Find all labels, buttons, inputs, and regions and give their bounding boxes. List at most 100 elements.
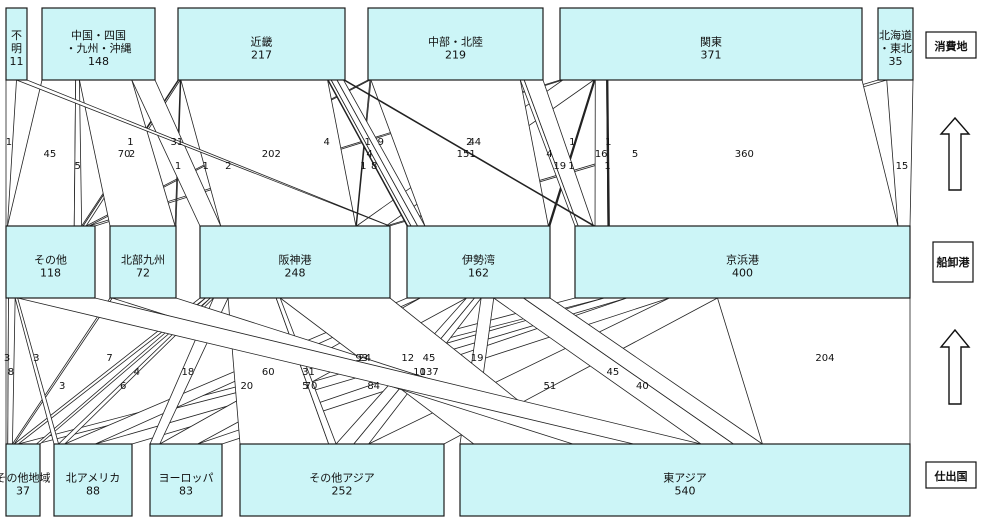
lower-flow-value: 45 [607,367,620,378]
lower-flow-value: 70 [305,381,318,392]
port-node-label: 阪神港 [279,253,312,267]
upper-flow-value: 1 [604,161,610,172]
upper-flow-value: 31 [171,137,184,148]
lower-flow-value: 12 [401,353,414,364]
port-node-label: 北部九州 [121,253,165,267]
upper-flow-value: 1 [568,161,574,172]
port-node-label: 京浜港 [726,253,759,267]
lower-flow-value: 40 [636,381,649,392]
port-node-box [574,225,911,299]
row-label-consumption-text: 消費地 [935,39,968,53]
consumption-node-box [177,7,346,81]
upper-flow-value: 4 [546,149,552,160]
consumption-node-box [559,7,863,81]
port-node-label: その他 [34,254,67,267]
consumption-node-value: 35 [889,55,903,68]
upper-flow-value: 1 [203,161,209,172]
upper-flow-value: 5 [75,161,81,172]
up-arrow-upper-icon [939,116,971,191]
lower-flow-value: 5 [302,381,308,392]
port-node-box [5,225,96,299]
consumption-node-label: ・東北 [879,42,912,55]
row-label-consumption: 消費地 [925,31,977,59]
consumption-node-label: 中国・四国 [71,29,126,42]
consumption-node-label: 関東 [700,36,722,49]
upper-flow-value: 202 [262,149,281,160]
upper-flow-value: 9 [378,137,384,148]
port-node-value: 248 [285,267,306,280]
origin-node-value: 88 [86,485,100,498]
upper-flow-value: 16 [595,149,608,160]
origin-node-box [239,443,445,517]
lower-flow-value: 3 [33,353,39,364]
lower-flow-value: 20 [240,381,253,392]
origin-node-label: 東アジア [663,472,707,485]
lower-flow-value: 4 [134,367,140,378]
consumption-node-box [367,7,544,81]
upper-flow-band [6,79,77,227]
consumption-node-value: 148 [88,55,109,68]
lower-flow-value: 3 [4,353,10,364]
upper-flow-value: 1 [569,137,575,148]
origin-node-label: ヨーロッパ [159,472,214,485]
consumption-node-label: 北海道 [879,28,912,42]
origin-node-box [53,443,133,517]
upper-flow-value: 70 [118,149,131,160]
port-node-value: 72 [136,267,150,280]
lower-flow-value: 8 [8,367,14,378]
upper-flow-value: 151 [457,149,476,160]
consumption-node-label: 中部・北陸 [428,35,483,49]
row-label-port-text: 船卸港 [937,255,971,269]
lower-flow-value: 18 [181,367,194,378]
lower-flow-value: 10 [413,367,426,378]
consumption-node-label: 近畿 [251,35,273,49]
port-node-box [406,225,551,299]
consumption-node-label: ・九州・沖縄 [66,41,132,55]
lower-flow-value: 45 [423,353,436,364]
upper-flow-value: 45 [43,149,56,160]
origin-node-box [459,443,911,517]
port-node-value: 162 [468,267,489,280]
origin-node-box [149,443,223,517]
node-layer: 不明11中国・四国・九州・沖縄148近畿217中部・北陸219関東371北海道・… [0,7,914,517]
consumption-node-box [877,7,914,81]
flow-layer [5,79,914,445]
consumption-node-label: 不 [11,29,22,42]
upper-flow-value: 4 [366,149,372,160]
lower-flow-value: 31 [302,367,315,378]
lower-flow-value: 137 [420,367,439,378]
consumption-node-box [5,7,28,81]
upper-flow-value: 1 [360,161,366,172]
upper-flow-value: 1 [364,137,370,148]
origin-node-value: 540 [675,485,696,498]
lower-flow-band [716,297,911,445]
lower-flow-value: 93 [355,353,368,364]
upper-flow-value: 5 [632,149,638,160]
consumption-node-value: 11 [10,55,24,68]
origin-node-box [5,443,41,517]
upper-flow-value: 2 [129,149,135,160]
lower-flow-value: 24 [358,353,371,364]
lower-flow-value: 7 [106,353,112,364]
origin-node-label: その他アジア [309,472,375,485]
consumption-node-value: 371 [701,49,722,62]
port-node-label: 伊勢湾 [462,253,495,267]
upper-flow-value: 1 [127,137,133,148]
port-node-box [199,225,391,299]
upper-flow-value: 1 [6,137,12,148]
row-label-origin: 仕出国 [925,461,977,489]
lower-flow-value: 51 [543,381,556,392]
upper-flow-value: 1 [605,137,611,148]
lower-flow-value: 3 [59,381,65,392]
